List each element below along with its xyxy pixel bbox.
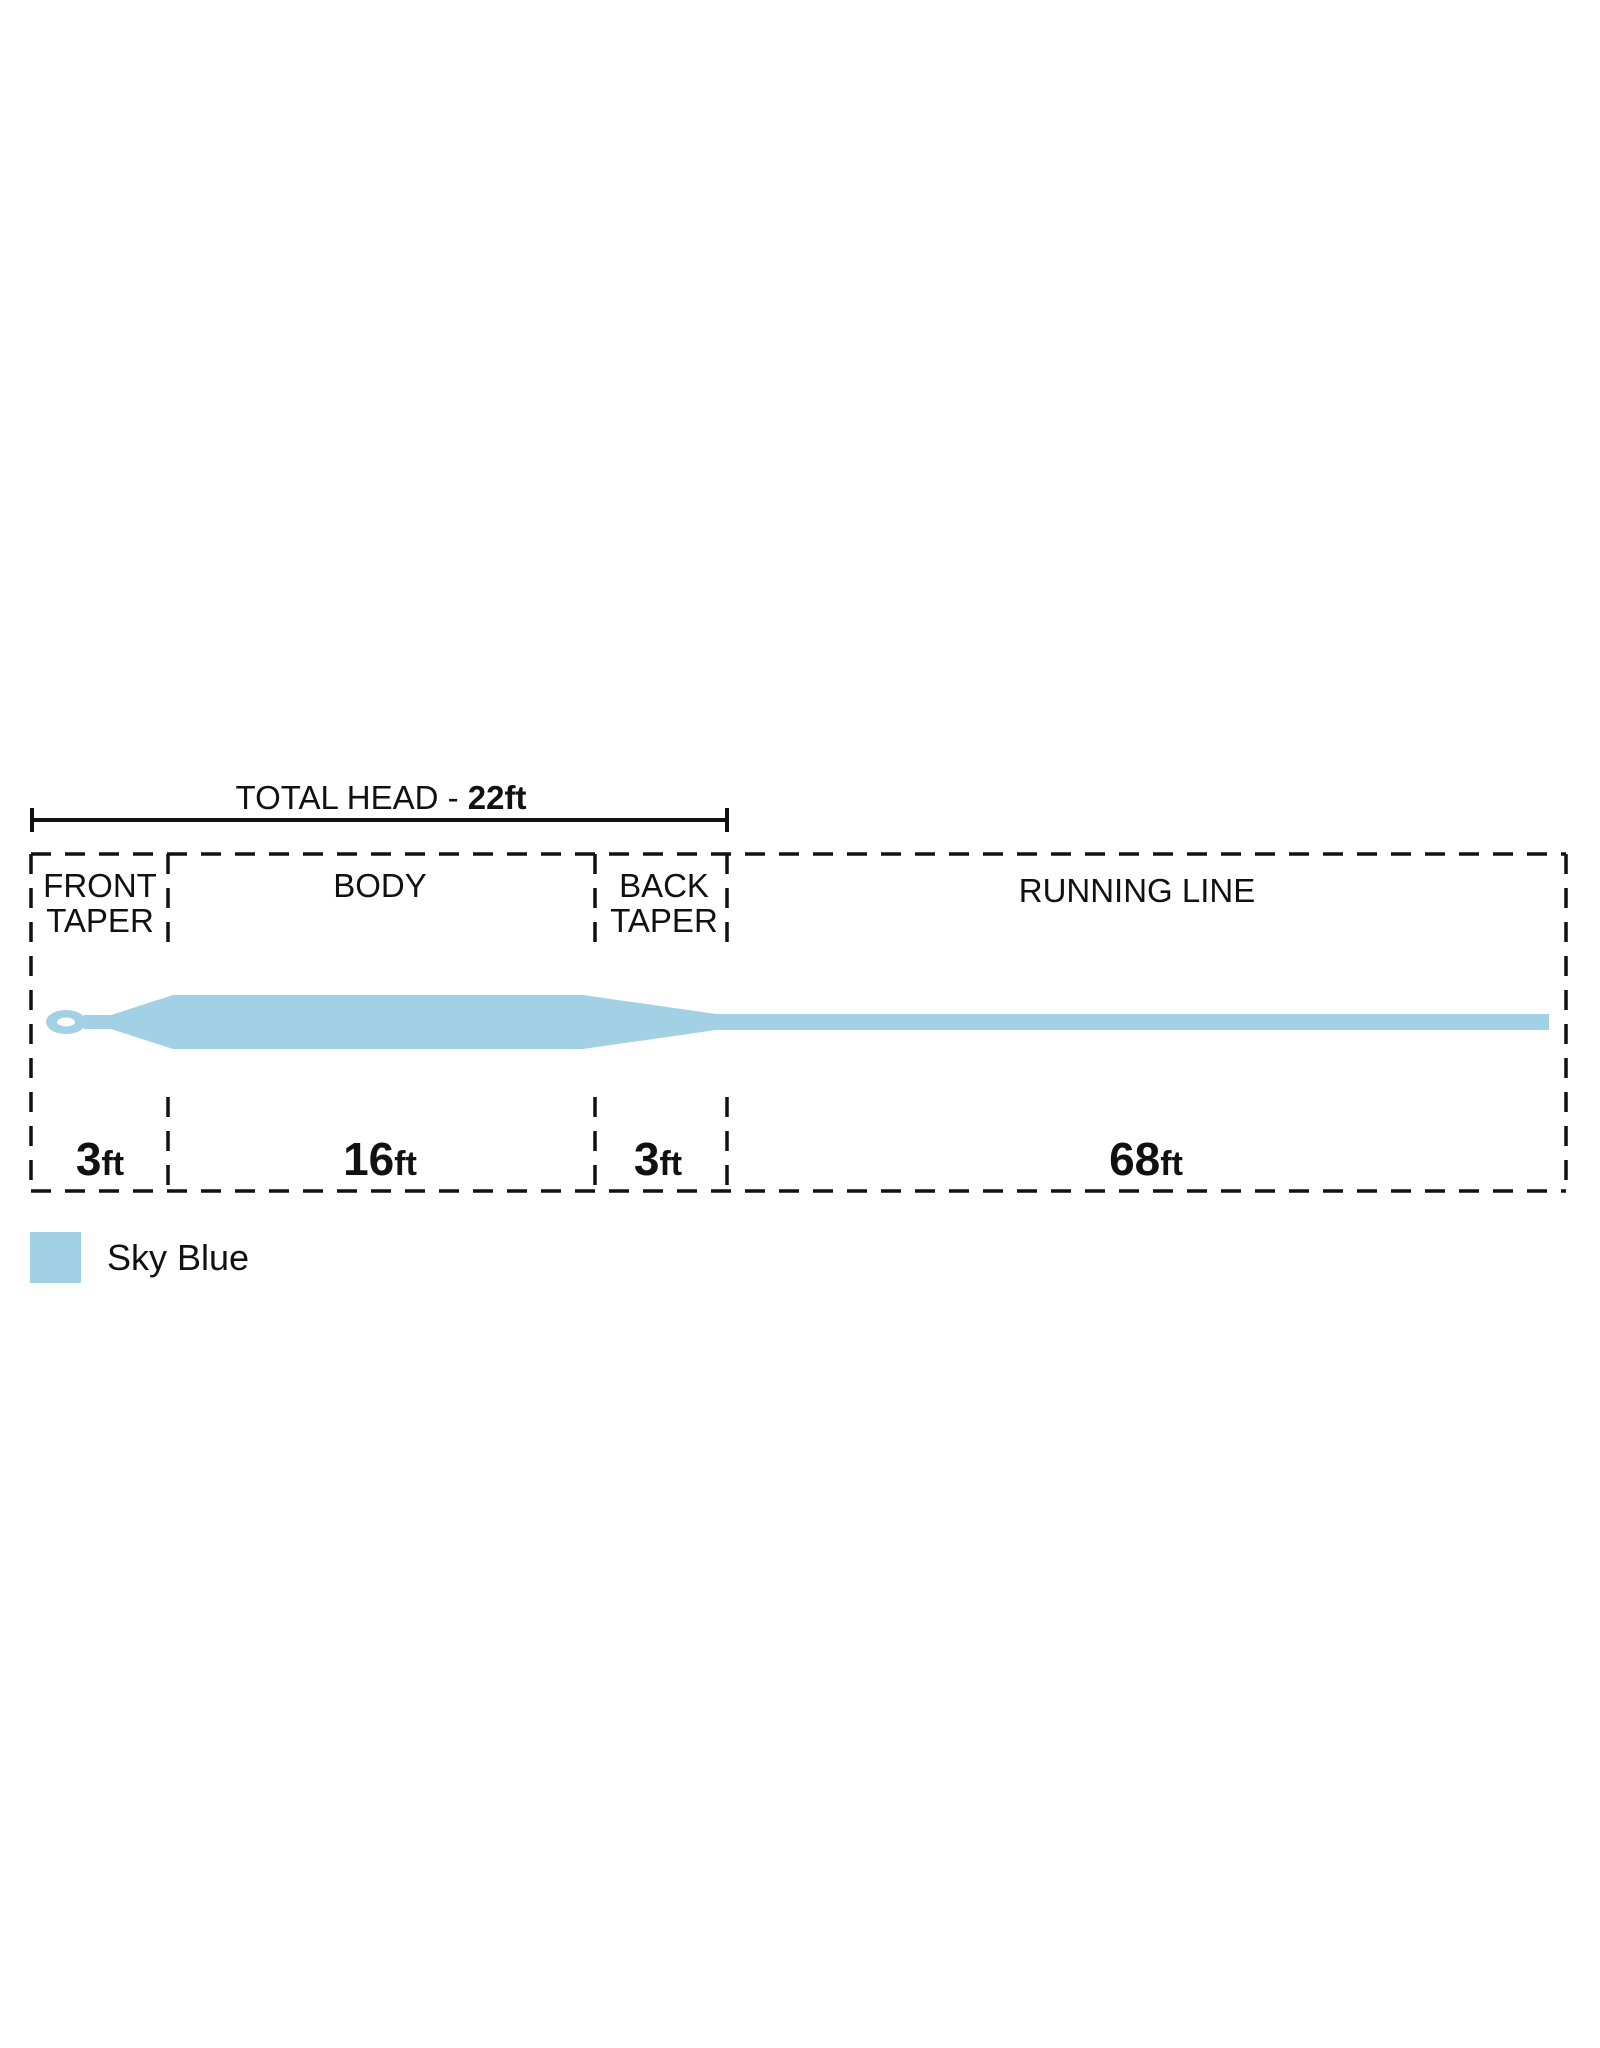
total-head-label: TOTAL HEAD - 22ft	[236, 779, 527, 816]
back-taper-length: 3ft	[634, 1133, 682, 1185]
front-taper-length: 3ft	[76, 1133, 124, 1185]
back-taper-label-line2: TAPER	[610, 902, 718, 939]
running-line-label: RUNNING LINE	[1019, 872, 1256, 909]
total-head-bracket	[30, 808, 729, 832]
body-label: BODY	[333, 867, 427, 904]
body-length: 16ft	[343, 1133, 417, 1185]
back-taper-label-line1: BACK	[619, 867, 709, 904]
legend-swatch	[30, 1232, 81, 1283]
section-frame	[29, 852, 1568, 1193]
running-line-length: 68ft	[1109, 1133, 1183, 1185]
front-taper-label-line1: FRONT	[43, 867, 157, 904]
legend-label: Sky Blue	[107, 1237, 249, 1278]
fly-line-shape	[46, 995, 1549, 1049]
front-taper-label-line2: TAPER	[46, 902, 154, 939]
